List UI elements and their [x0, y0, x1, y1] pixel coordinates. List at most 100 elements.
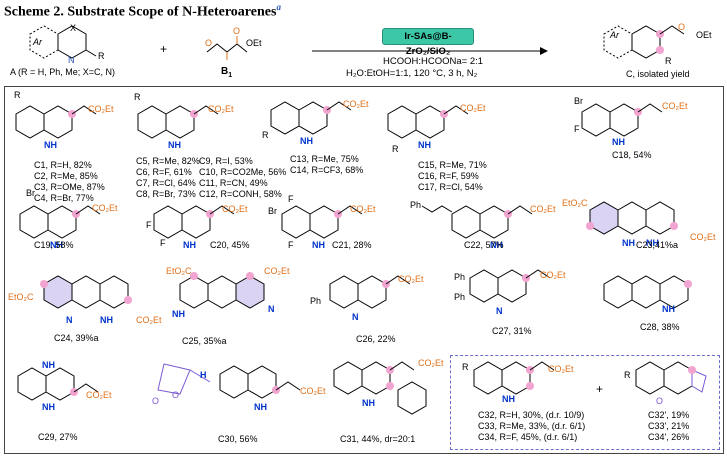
product-r: R	[665, 56, 672, 66]
c26-n: N	[352, 312, 359, 322]
plus-sign: +	[160, 42, 168, 56]
b-oet: OEt	[246, 38, 262, 48]
c21-f2: F	[288, 240, 294, 250]
c29-ester: CO₂Et	[86, 390, 112, 400]
c5-r: R	[134, 92, 141, 102]
structure-c5	[137, 105, 219, 139]
c21-nh: NH	[312, 240, 325, 250]
r-label: R	[98, 51, 105, 61]
c21-f1: F	[288, 194, 294, 204]
reactant-b-structure	[206, 36, 248, 60]
product-c-structure	[603, 25, 685, 59]
label-c31: C31, 44%, dr=20:1	[340, 434, 416, 444]
structure-c19	[19, 205, 101, 239]
c19-ester: CO₂Et	[92, 203, 118, 213]
conditions-line-1: HCOOH:HCOONa= 2:1	[383, 56, 484, 67]
c21-ester: CO₂Et	[350, 204, 376, 214]
plus-sign-side: +	[596, 382, 604, 396]
c15-r: R	[392, 144, 399, 154]
c27-ph-2: Ph	[454, 292, 466, 302]
x-label: X	[70, 23, 77, 33]
c18-f: F	[574, 124, 580, 134]
label-c15-c17: C15, R=Me, 71%C16, R=F, 59%C17, R=Cl, 54…	[418, 160, 487, 192]
catalyst-box: Ir-SAs@B-ZrO₂/SiO₂	[382, 28, 474, 57]
structure-c20	[153, 205, 235, 239]
label-c20: C20, 45%	[210, 240, 250, 250]
label-c29: C29, 27%	[38, 432, 78, 442]
label-c9-c12: C9, R=I, 53%C10, R=CO2Me, 56%C11, R=CN, …	[199, 156, 287, 199]
c23-ester-1: EtO₂C	[562, 198, 588, 208]
c29-nh-2: NH	[42, 402, 55, 412]
label-c22: C22, 57%	[464, 240, 504, 250]
structure-c21	[281, 205, 363, 239]
b-oxygen-2: O	[233, 26, 241, 36]
structure-c24	[40, 275, 132, 309]
label-c32p-c34p: C32', 19%C33', 21%C34', 26%	[648, 410, 690, 442]
c18-br: Br	[574, 96, 583, 106]
structure-c18	[581, 103, 663, 137]
label-c27: C27, 31%	[492, 326, 532, 336]
c20-f1: F	[146, 220, 152, 230]
c5-nh: NH	[168, 140, 181, 150]
label-c25: C25, 35%a	[182, 336, 227, 346]
reactant-a-caption: A (R = H, Ph, Me; X=C, N)	[10, 67, 116, 77]
label-c30: C30, 56%	[218, 434, 258, 444]
structure-c31	[333, 361, 427, 415]
c30-o-1: O	[172, 390, 180, 400]
c23-nh-1: NH	[646, 238, 659, 248]
c23-ester-2: CO₂Et	[690, 232, 716, 242]
c25-nh: NH	[172, 309, 185, 319]
c27-ester: CO₂Et	[540, 270, 566, 280]
label-c28: C28, 38%	[640, 322, 680, 332]
c27-n: N	[496, 306, 503, 316]
substrate-scope-box	[4, 86, 724, 454]
c13-r: R	[262, 130, 269, 140]
c20-f2: F	[160, 238, 166, 248]
c26-ph: Ph	[310, 296, 322, 306]
c32-r: R	[462, 362, 469, 372]
c30-ester: CO₂Et	[300, 386, 326, 396]
ar-label: Ar	[33, 37, 42, 47]
c24-ester-2: CO₂Et	[136, 315, 162, 325]
structure-c27	[469, 269, 551, 303]
label-c5-c8: C5, R=Me, 82%C6, R=F, 61%C7, R=Cl, 64%C8…	[136, 156, 200, 199]
c1-ester: CO₂Et	[88, 104, 114, 114]
structure-c13	[270, 101, 352, 135]
label-c24: C24, 39%a	[54, 333, 99, 343]
c19-br: Br	[26, 188, 35, 198]
c32p-r: R	[624, 370, 631, 380]
c31-ester: CO₂Et	[418, 358, 444, 368]
c20-ester: CO₂Et	[222, 204, 248, 214]
structure-c1	[15, 105, 97, 139]
label-c23: C23,41%a	[636, 240, 679, 250]
scheme-title: Scheme 2. Substrate Scope of N-Heteroare…	[4, 2, 281, 20]
reaction-arrow	[312, 47, 548, 55]
c5-ester: CO₂Et	[208, 104, 234, 114]
c30-nh: NH	[254, 402, 267, 412]
structure-c32	[473, 361, 555, 395]
label-c21: C21, 28%	[332, 240, 372, 250]
c25-n: N	[268, 304, 275, 314]
reactant-b-label: B1	[221, 66, 233, 79]
label-c19: C19, 58%	[34, 240, 74, 250]
c32-nh: NH	[502, 394, 515, 404]
c30-o-2: O	[152, 396, 160, 406]
side-product-box	[450, 355, 720, 450]
label-c18: C18, 54%	[612, 150, 652, 160]
c29-nh-1: NH	[42, 360, 55, 370]
c26-ester: CO₂Et	[398, 274, 424, 284]
structure-c25	[179, 272, 265, 309]
c23-nh-2: NH	[622, 238, 635, 248]
c25-ester-2: CO₂Et	[264, 266, 290, 276]
structure-c26	[329, 275, 411, 309]
c31-nh: NH	[362, 398, 375, 408]
structure-c32-prime	[635, 361, 707, 395]
c27-ph-1: Ph	[454, 272, 466, 282]
c15-nh: NH	[418, 140, 431, 150]
c13-nh: NH	[300, 136, 313, 146]
product-o: O	[678, 22, 686, 32]
c24-nh: NH	[100, 315, 113, 325]
n-label: N	[68, 55, 75, 65]
c13-ester: CO₂Et	[343, 99, 369, 109]
c18-ester: CO₂Et	[662, 101, 688, 111]
